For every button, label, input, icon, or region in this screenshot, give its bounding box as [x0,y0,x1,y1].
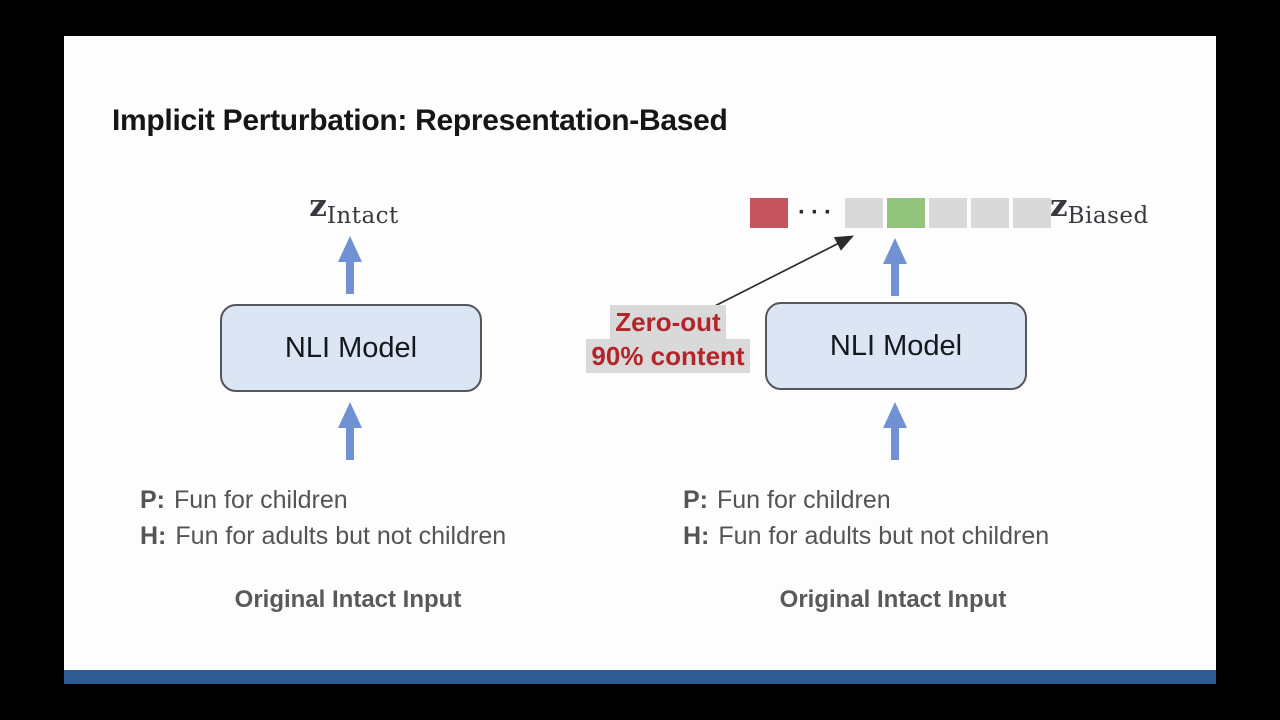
biased-vector-row: ··· [750,198,1055,228]
arrow-shaft [346,262,354,294]
nli-model-box-right: NLI Model [765,302,1027,390]
caption-left: Original Intact Input [234,586,462,613]
arrow-head [338,402,362,428]
z-symbol: z [309,188,327,224]
slide-title: Implicit Perturbation: Representation-Ba… [112,104,728,137]
vector-cell [1012,198,1051,228]
hypothesis-label: H: [683,522,710,550]
z-subscript: Biased [1067,203,1149,229]
premise-label: P: [683,486,708,514]
up-arrow-left-input [337,402,363,460]
caption-right: Original Intact Input [779,586,1007,613]
arrow-shaft [346,428,354,460]
annotation-line1-wrap: Zero-out [568,305,768,339]
z-symbol: z [1050,188,1068,224]
input-text-left: P: Fun for children H: Fun for adults but … [140,482,506,554]
z-subscript: Intact [326,203,399,229]
annotation-line2-wrap: 90% content [568,339,768,373]
premise-line: P: Fun for children [683,482,1049,518]
intact-representation-label: zIntact [294,188,414,229]
arrow-head [883,402,907,428]
slide-footer-accent-bar [64,670,1216,684]
hypothesis-line: H: Fun for adults but not children [683,518,1049,554]
hypothesis-label: H: [140,522,167,550]
arrow-shaft [891,428,899,460]
nli-model-box-left: NLI Model [220,304,482,392]
zero-out-annotation: Zero-out 90% content [568,305,768,373]
premise-text: Fun for children [174,486,348,514]
annotation-line1: Zero-out [610,305,726,339]
vector-cell [750,198,788,228]
input-text-right: P: Fun for children H: Fun for adults but … [683,482,1049,554]
up-arrow-right-input [882,402,908,460]
vector-cell [970,198,1009,228]
hypothesis-text: Fun for adults but not children [175,522,507,550]
annotation-line2: 90% content [586,339,750,373]
premise-text: Fun for children [717,486,891,514]
up-arrow-left-output [337,236,363,294]
arrow-head [338,236,362,262]
up-arrow-right-output [882,238,908,296]
vector-cell [886,198,925,228]
arrow-head [883,238,907,264]
presentation-slide: Implicit Perturbation: Representation-Ba… [64,36,1216,670]
vector-cell [844,198,883,228]
vector-cell [928,198,967,228]
biased-representation-label: zBiased [1050,188,1149,229]
nli-model-label: NLI Model [284,331,418,364]
premise-line: P: Fun for children [140,482,506,518]
ellipsis-dots: ··· [798,199,837,226]
hypothesis-line: H: Fun for adults but not children [140,518,506,554]
arrow-shaft [891,264,899,296]
hypothesis-text: Fun for adults but not children [718,522,1050,550]
premise-label: P: [140,486,165,514]
nli-model-label: NLI Model [829,329,963,362]
